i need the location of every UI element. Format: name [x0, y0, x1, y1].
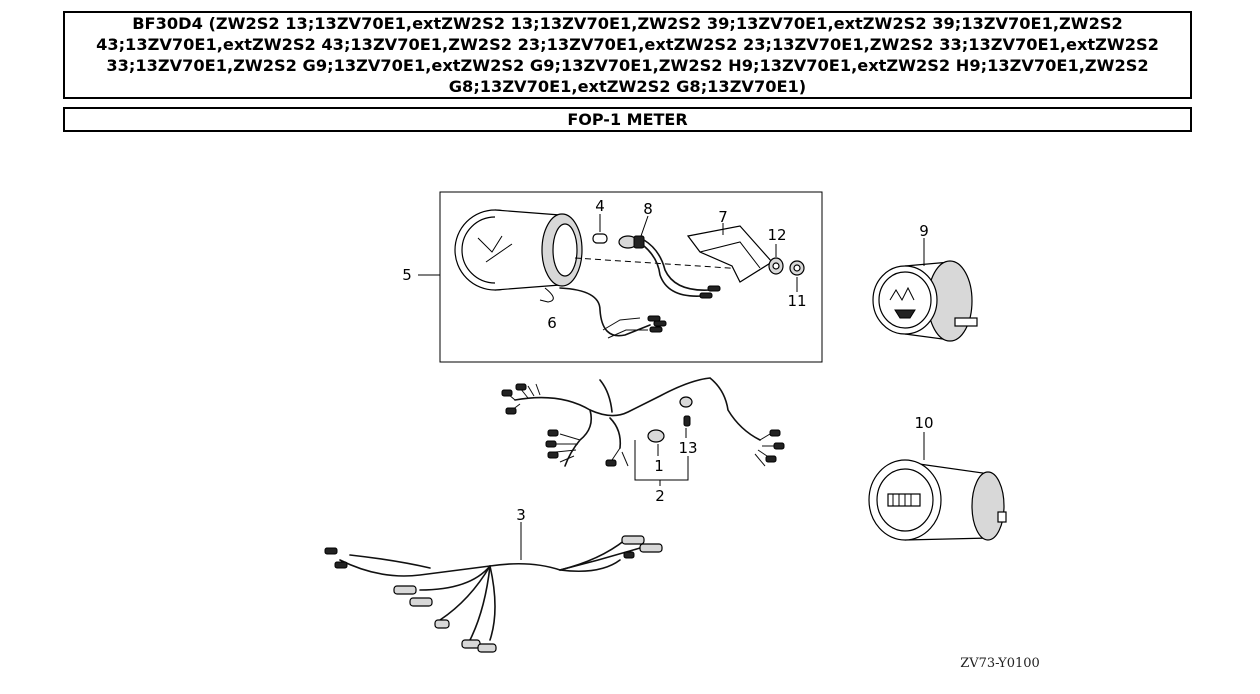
callout-2: 2: [655, 487, 665, 505]
clip-part[interactable]: [683, 415, 691, 427]
callout-9: 9: [919, 222, 929, 240]
hour-meter-part[interactable]: [868, 459, 1007, 541]
nut-part[interactable]: [789, 260, 805, 276]
callout-3: 3: [516, 506, 526, 524]
section-title-text: FOP-1 METER: [567, 110, 688, 129]
washer-part[interactable]: [768, 257, 784, 275]
meter-bracket-part[interactable]: [686, 225, 773, 283]
assembly-frame: [439, 191, 823, 363]
parts-title-text: BF30D4 (ZW2S2 13;13ZV70E1,extZW2S2 13;13…: [96, 14, 1159, 96]
parts-title: BF30D4 (ZW2S2 13;13ZV70E1,extZW2S2 13;13…: [63, 11, 1192, 99]
grommet-part[interactable]: [647, 429, 665, 443]
tachometer-part[interactable]: [454, 209, 583, 303]
callout-13: 13: [678, 439, 697, 457]
callout-11: 11: [787, 292, 806, 310]
bulb-part[interactable]: [592, 233, 608, 244]
meter-sub-harness[interactable]: [559, 287, 667, 339]
bulb-socket-part[interactable]: [618, 235, 721, 299]
section-title: FOP-1 METER: [63, 107, 1192, 132]
extension-wire-harness[interactable]: [324, 535, 663, 653]
callout-4: 4: [595, 197, 605, 215]
main-wire-harness[interactable]: [501, 377, 785, 467]
trim-meter-part[interactable]: [872, 260, 978, 342]
callout-8: 8: [643, 200, 653, 218]
drawing-code: ZV73-Y0100: [960, 656, 1040, 671]
callout-5: 5: [402, 266, 412, 284]
callout-7: 7: [718, 208, 728, 226]
callout-10: 10: [914, 414, 933, 432]
callout-1: 1: [654, 457, 664, 475]
callout-6: 6: [547, 314, 557, 332]
callout-12: 12: [767, 226, 786, 244]
